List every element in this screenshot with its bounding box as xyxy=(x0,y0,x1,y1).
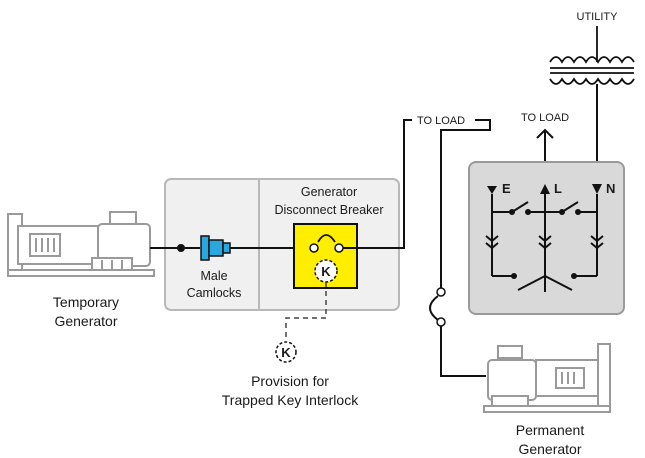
temporary-generator-icon xyxy=(7,211,155,277)
transfer-contact-bottom xyxy=(436,317,446,327)
load-feed-wire xyxy=(440,119,491,288)
breaker-contact-right xyxy=(334,243,344,253)
to-load-top-label: TO LOAD xyxy=(521,112,569,124)
ats-e-arrow xyxy=(487,186,497,194)
camlocks-label-line2: Camlocks xyxy=(187,286,242,300)
breaker-arc xyxy=(317,234,336,243)
ats-n-arrow xyxy=(592,184,602,194)
camlock-icon xyxy=(200,235,231,261)
transfer-switch-internals xyxy=(485,194,604,292)
provision-label-line2: Trapped Key Interlock xyxy=(222,392,359,408)
ats-l-arrow xyxy=(540,184,550,194)
utility-transformer-icon xyxy=(549,26,635,85)
ats-n-label: N xyxy=(606,181,615,196)
ats-l-label: L xyxy=(554,181,562,196)
provision-label-line1: Provision for xyxy=(251,373,329,389)
temporary-generator-label-line2: Generator xyxy=(54,313,117,329)
transfer-link-arc xyxy=(429,295,439,321)
utility-label: UTILITY xyxy=(577,11,619,23)
permanent-gen-wire xyxy=(440,326,486,377)
provision-key-letter: K xyxy=(281,345,291,360)
breaker-label-line2: Disconnect Breaker xyxy=(274,203,383,217)
breaker-output-wire xyxy=(343,119,412,249)
permanent-generator-icon xyxy=(483,343,611,413)
permanent-generator-label-line2: Generator xyxy=(518,441,581,457)
provision-key-icon xyxy=(275,341,297,363)
camlocks-label-line1: Male xyxy=(200,269,227,283)
to-load-left-label: TO LOAD xyxy=(417,115,465,127)
trapped-key-letter: K xyxy=(321,264,331,279)
temporary-generator-label-line1: Temporary xyxy=(53,294,119,310)
ats-dots xyxy=(509,209,581,279)
transfer-contact-top xyxy=(436,287,446,297)
breaker-label-line1: Generator xyxy=(301,185,357,199)
permanent-generator-label-line1: Permanent xyxy=(516,422,585,438)
key-interlock-link xyxy=(285,282,327,340)
terminal-dot xyxy=(177,244,185,252)
breaker-contact-left xyxy=(309,243,319,253)
ats-e-label: E xyxy=(502,181,511,196)
